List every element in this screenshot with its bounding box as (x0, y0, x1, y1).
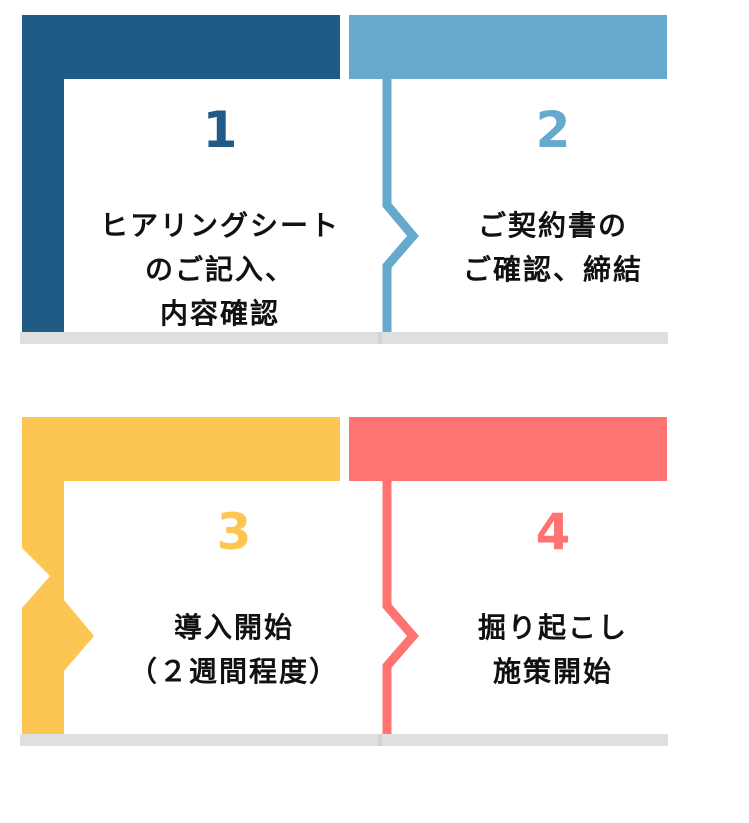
step-3-line-2: （２週間程度） (128, 655, 339, 688)
step-2-card: 2 ご契約書の ご確認、締結 (413, 102, 693, 292)
step-2-chevron (382, 79, 419, 332)
step-4-chevron (382, 481, 419, 734)
step-1-number: 1 (202, 101, 238, 159)
step-3-line-1: 導入開始 (173, 611, 294, 644)
step-1-card: 1 ヒアリングシート のご記入、 内容確認 (80, 102, 360, 336)
step-1-line-3: 内容確認 (159, 297, 280, 330)
panel-2-shadow (378, 332, 668, 344)
step-4-line-1: 掘り起こし (477, 611, 628, 644)
step-4-top-bar (349, 417, 667, 481)
step-3-card: 3 導入開始 （２週間程度） (94, 504, 374, 694)
step-2-line-2: ご確認、締結 (462, 253, 643, 286)
step-1-line-2: のご記入、 (144, 253, 295, 286)
step-4-number: 4 (535, 503, 571, 561)
step-4-card: 4 掘り起こし 施策開始 (413, 504, 693, 694)
step-2-number: 2 (535, 101, 571, 159)
step-1-line-1: ヒアリングシート (99, 209, 340, 242)
step-3-top-bar (22, 417, 340, 481)
panel-4-shadow (378, 734, 668, 746)
step-3-number: 3 (216, 503, 252, 561)
shadows (20, 332, 668, 746)
step-4-label: 掘り起こし 施策開始 (413, 606, 693, 694)
step-3-label: 導入開始 （２週間程度） (94, 606, 374, 694)
step-4-line-2: 施策開始 (492, 655, 613, 688)
step-1-label: ヒアリングシート のご記入、 内容確認 (80, 204, 360, 336)
panel-3-shadow (20, 734, 382, 746)
step-1-side-bar (22, 15, 64, 332)
step-1-top-bar (22, 15, 340, 79)
panel-1-shadow (20, 332, 382, 344)
step-3-side-chevron (22, 417, 94, 734)
step-2-label: ご契約書の ご確認、締結 (413, 204, 693, 292)
step-2-top-bar (349, 15, 667, 79)
step-2-line-1: ご契約書の (477, 209, 628, 242)
